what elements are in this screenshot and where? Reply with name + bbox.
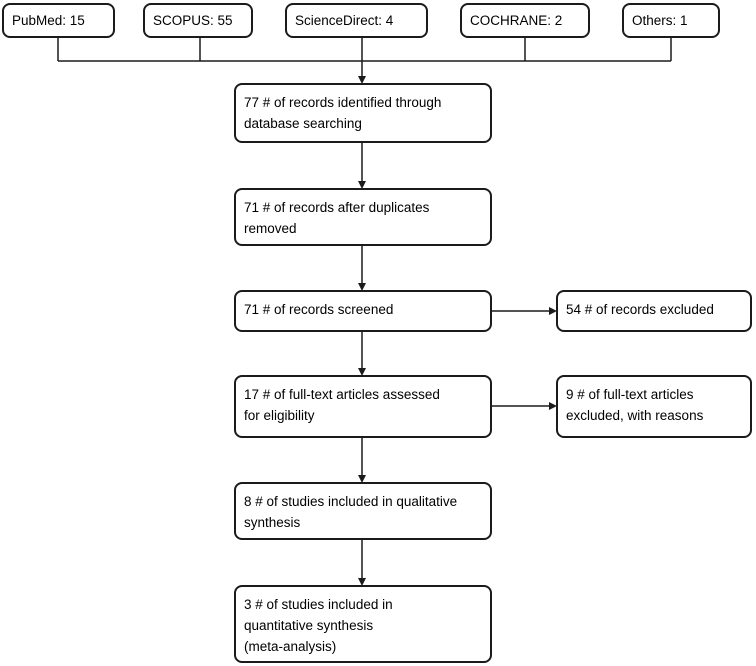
node-label: SCOPUS: 55 <box>153 12 233 28</box>
flow-box-records-identified: 77 # of records identified through datab… <box>234 83 492 143</box>
side-box-records-excluded: 54 # of records excluded <box>556 290 752 332</box>
flow-box-records-screened: 71 # of records screened <box>234 290 492 332</box>
source-box-scopus: SCOPUS: 55 <box>143 3 253 38</box>
node-label: 71 # of records screened <box>244 302 394 317</box>
node-label: 71 # of records after duplicates removed <box>244 200 430 236</box>
node-label: 54 # of records excluded <box>566 302 714 317</box>
flow-box-duplicates-removed: 71 # of records after duplicates removed <box>234 188 492 246</box>
node-label: 9 # of full-text articles excluded, with… <box>566 387 704 423</box>
flow-box-quantitative-synthesis: 3 # of studies included in quantitative … <box>234 585 492 663</box>
node-label: PubMed: 15 <box>12 12 85 28</box>
flow-box-qualitative-synthesis: 8 # of studies included in qualitative s… <box>234 482 492 540</box>
flow-box-fulltext-assessed: 17 # of full-text articles assessed for … <box>234 375 492 438</box>
side-box-fulltext-excluded: 9 # of full-text articles excluded, with… <box>556 375 752 438</box>
node-label: 17 # of full-text articles assessed for … <box>244 387 440 423</box>
node-label: 8 # of studies included in qualitative s… <box>244 494 458 530</box>
source-box-sciencedirect: ScienceDirect: 4 <box>285 3 428 38</box>
source-box-others: Others: 1 <box>622 3 720 38</box>
source-merge-lines <box>57 38 672 62</box>
node-label: 77 # of records identified through datab… <box>244 95 442 131</box>
node-label: COCHRANE: 2 <box>470 12 563 28</box>
node-label: 3 # of studies included in quantitative … <box>244 597 393 654</box>
node-label: ScienceDirect: 4 <box>295 12 394 28</box>
source-box-pubmed: PubMed: 15 <box>2 3 115 38</box>
source-box-cochrane: COCHRANE: 2 <box>460 3 590 38</box>
node-label: Others: 1 <box>632 12 688 28</box>
